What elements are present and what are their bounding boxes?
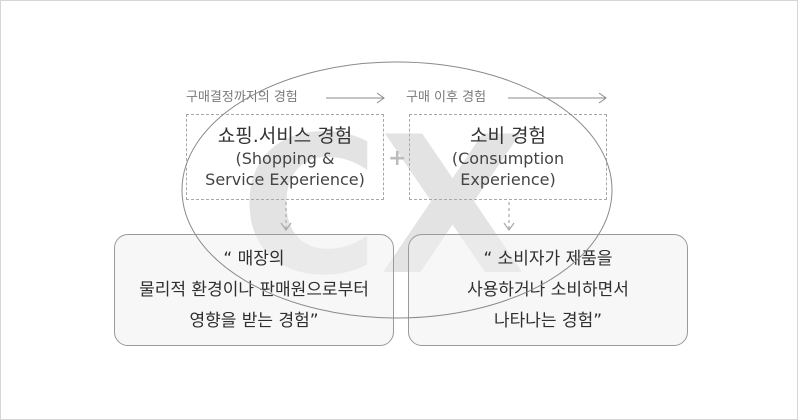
shopping-quote-line3: 영향을 받는 경험” bbox=[189, 310, 319, 331]
stage-label-before: 구매결정까지의 경험 bbox=[186, 90, 298, 105]
shopping-quote-box: “ 매장의 물리적 환경이나 판매원으로부터 영향을 받는 경험” bbox=[114, 234, 394, 346]
consumption-quote-box: “ 소비자가 제품을 사용하거나 소비하면서 나타나는 경험” bbox=[408, 234, 688, 346]
consumption-quote-line3: 나타나는 경험” bbox=[493, 310, 603, 331]
consumption-experience-sub2: Experience) bbox=[460, 170, 556, 189]
shopping-quote-line1: “ 매장의 bbox=[223, 248, 285, 269]
shopping-experience-title: 쇼핑.서비스 경험 bbox=[217, 125, 353, 147]
consumption-quote-line2: 사용하거나 소비하면서 bbox=[467, 279, 629, 300]
consumption-experience-box: 소비 경험 (Consumption Experience) bbox=[409, 114, 607, 200]
shopping-experience-box: 쇼핑.서비스 경험 (Shopping & Service Experience… bbox=[186, 114, 384, 200]
consumption-quote-line1: “ 소비자가 제품을 bbox=[483, 248, 613, 269]
shopping-quote-line2: 물리적 환경이나 판매원으로부터 bbox=[139, 279, 369, 300]
shopping-experience-sub1: (Shopping & bbox=[235, 149, 335, 168]
shopping-experience-sub2: Service Experience) bbox=[205, 170, 365, 189]
consumption-experience-title: 소비 경험 bbox=[470, 125, 546, 147]
consumption-experience-sub1: (Consumption bbox=[451, 149, 565, 168]
plus-sign: + bbox=[388, 146, 407, 171]
stage-label-after: 구매 이후 경험 bbox=[406, 90, 487, 105]
